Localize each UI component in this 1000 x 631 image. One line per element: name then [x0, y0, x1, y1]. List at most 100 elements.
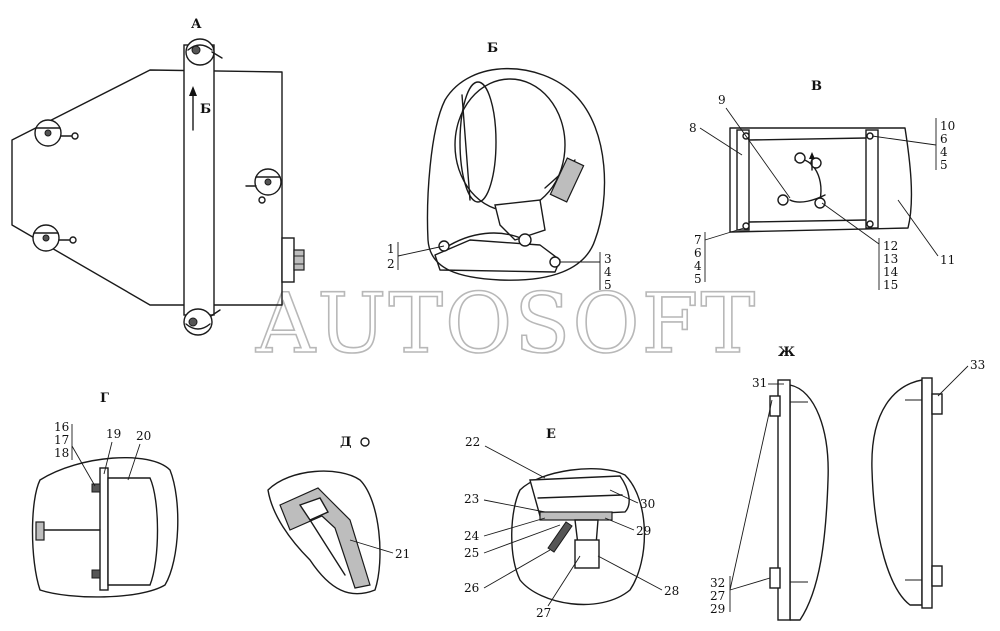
callout-6b: 6: [694, 246, 702, 260]
view-e-lamp: Е 22 23 30 24 29 25 26 28 27: [464, 427, 679, 620]
b-nut: [518, 233, 532, 247]
view-label-zh: Ж: [778, 345, 795, 360]
e-leader-30: [609, 489, 639, 504]
v-top-beam: [748, 137, 867, 141]
callout-25: 25: [464, 546, 479, 560]
callout-21: 21: [395, 547, 410, 561]
v-bolt-br: [866, 220, 874, 228]
v-wire-2: [789, 194, 826, 203]
callout-29: 29: [636, 524, 651, 538]
lamp-left-upper: [34, 119, 79, 147]
callout-30: 30: [640, 497, 655, 511]
e-housing-line: [537, 494, 623, 499]
callout-27b: 27: [710, 589, 725, 603]
e-cutout-outline: [511, 468, 646, 606]
d-cutout-outline: [267, 470, 381, 595]
callout-7: 7: [694, 233, 702, 247]
zh-right-housing: [871, 379, 923, 606]
g-leader-19: [103, 441, 113, 475]
e-leader-22: [484, 445, 546, 479]
callout-9: 9: [718, 93, 726, 107]
vertical-bar: [183, 44, 215, 316]
callout-2: 2: [387, 257, 395, 271]
g-nut-bottom: [91, 569, 101, 579]
g-leader-16: [71, 445, 96, 487]
v-lb-leader: [704, 227, 745, 241]
callout-33: 33: [970, 358, 985, 372]
view-label-g: Г: [100, 391, 109, 406]
headlamp-lens: [459, 81, 497, 203]
g-connector: [35, 521, 45, 541]
d-bolt-head: [298, 497, 329, 521]
e-leader-26: [483, 549, 551, 589]
d-leader-21: [349, 539, 394, 554]
g-lamp-body: [107, 477, 159, 586]
e-leader-28: [597, 555, 663, 591]
v-lamp-2: [810, 157, 822, 169]
callout-15: 15: [883, 278, 898, 292]
v-leader-9: [725, 107, 791, 199]
view-zh-brackets: Ж 31 33 32 27 29: [710, 345, 985, 621]
v-right-post: [865, 129, 879, 229]
b-cutout-outline: [426, 68, 606, 281]
callout-20: 20: [136, 429, 151, 443]
callout-4b: 4: [694, 259, 702, 273]
callout-1: 1: [387, 242, 395, 256]
view-label-d: Д: [340, 435, 352, 450]
d-view-mark: [360, 437, 370, 447]
e-gasket: [539, 511, 613, 521]
callout-18: 18: [54, 446, 69, 460]
zh-left-plate: [777, 379, 791, 621]
v-tr-leader: [871, 135, 937, 146]
arrow-b-label: Б: [200, 102, 211, 117]
view-d-section: Д 21: [267, 435, 410, 595]
zh-right-bolt-bottom: [931, 565, 943, 587]
callout-17: 17: [54, 433, 69, 447]
e-leader-29: [604, 517, 635, 531]
callout-23: 23: [464, 492, 479, 506]
d-inner-line: [309, 519, 346, 576]
callout-12: 12: [883, 239, 898, 253]
callout-5a: 5: [940, 158, 948, 172]
v-bolt-bl: [742, 222, 750, 230]
lamp-left-lower: [32, 224, 77, 252]
callout-26: 26: [464, 581, 479, 595]
lamp-top: [185, 38, 223, 66]
callout-13: 13: [883, 252, 898, 266]
callout-22: 22: [465, 435, 480, 449]
v-leader-11: [897, 199, 939, 257]
zh-left-housing: [789, 384, 829, 621]
v-panel: [729, 127, 913, 233]
callout-4a: 4: [940, 145, 948, 159]
e-leader-23: [483, 499, 546, 513]
g-nut-top: [91, 483, 101, 493]
zh-leader-up: [729, 399, 773, 591]
view-label-a: А: [191, 17, 202, 32]
view-label-b: Б: [487, 41, 498, 56]
b-bolt-right: [549, 256, 561, 268]
b-base: [434, 239, 561, 273]
e-wire-lug: [547, 521, 573, 553]
headlamp-rim: [461, 94, 471, 201]
b-left-leader: [397, 245, 445, 257]
g-mount-plate: [99, 467, 109, 591]
callout-14: 14: [883, 265, 899, 279]
zh-left-bolt-bottom: [769, 567, 781, 589]
e-leader-27: [547, 555, 581, 607]
callout-29b: 29: [710, 602, 725, 616]
g-leader-20: [127, 443, 141, 481]
v-left-post: [736, 129, 750, 231]
d-gasket: [279, 487, 371, 589]
callout-10: 10: [940, 119, 955, 133]
g-cutout-outline: [31, 457, 179, 598]
cab-outline: [11, 69, 283, 306]
b-bracket: [494, 199, 546, 241]
v-arrow-head: [809, 152, 815, 159]
callout-6a: 6: [940, 132, 948, 146]
view-label-v: В: [811, 79, 822, 94]
watermark: AUTOSOFT: [255, 277, 757, 372]
v-leader-8: [699, 127, 743, 156]
callout-19: 19: [106, 427, 121, 441]
